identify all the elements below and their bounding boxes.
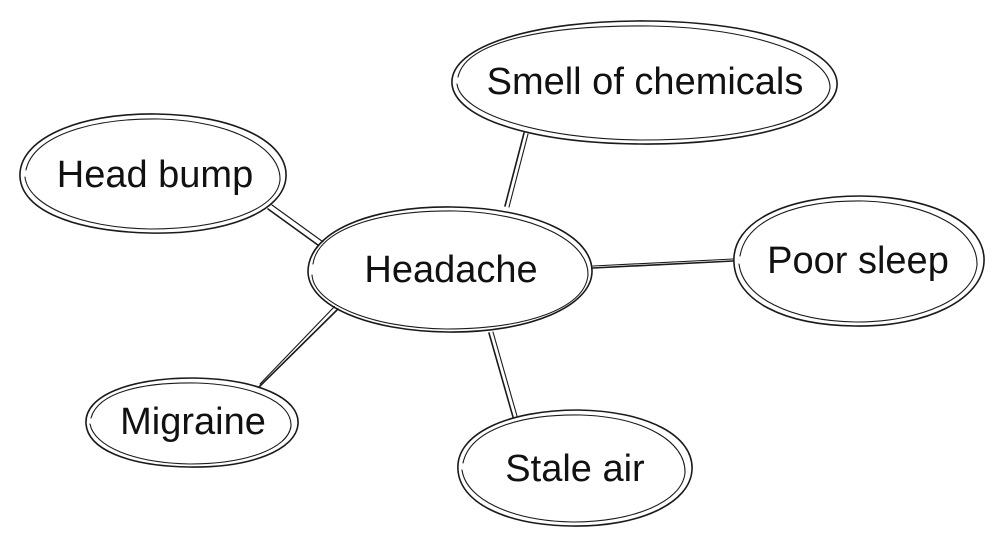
- node-poor-sleep[interactable]: Poor sleep: [733, 195, 985, 327]
- node-headache-label: Headache: [364, 249, 537, 291]
- connector-stale-air: [488, 331, 518, 418]
- connector-poor-sleep: [592, 258, 734, 269]
- node-smell-of-chemicals[interactable]: Smell of chemicals: [451, 20, 838, 145]
- node-migraine-label: Migraine: [120, 401, 266, 443]
- connector-migraine: [257, 305, 339, 389]
- node-head-bump[interactable]: Head bump: [19, 113, 287, 234]
- connector-smell-of-chemicals: [504, 132, 529, 208]
- connector-head-bump: [267, 204, 327, 249]
- connectors: [257, 132, 734, 418]
- node-headache[interactable]: Headache: [307, 206, 593, 333]
- node-poor-sleep-label: Poor sleep: [767, 240, 949, 282]
- node-stale-air-label: Stale air: [505, 448, 645, 490]
- node-migraine[interactable]: Migraine: [85, 377, 299, 468]
- node-head-bump-label: Head bump: [57, 154, 253, 196]
- node-smell-of-chemicals-label: Smell of chemicals: [487, 61, 804, 103]
- node-stale-air[interactable]: Stale air: [457, 409, 693, 527]
